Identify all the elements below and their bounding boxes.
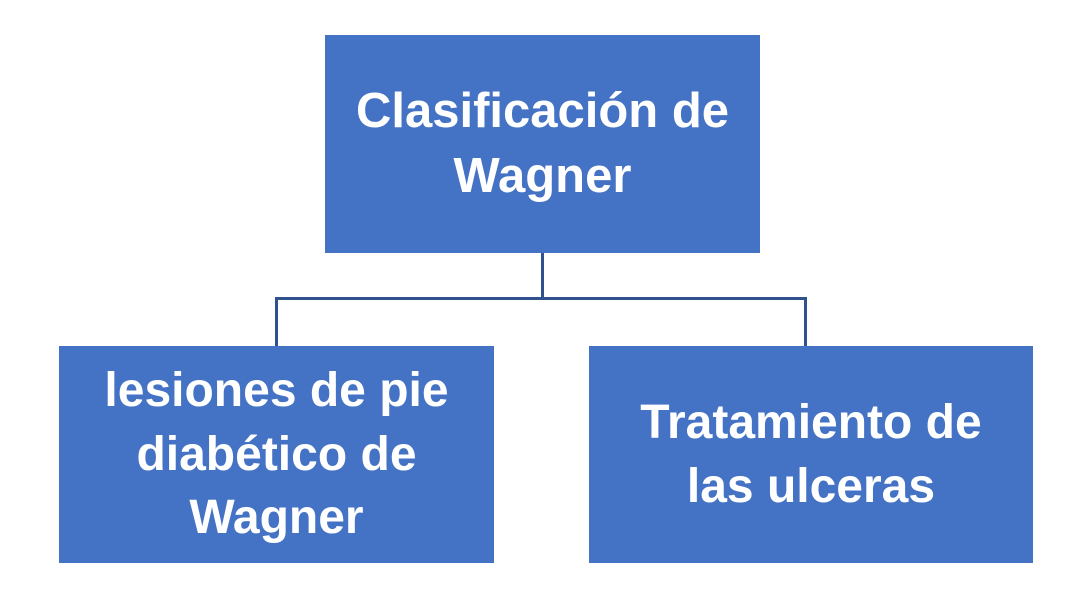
node-tratamiento-ulceras: Tratamiento de las ulceras [589, 346, 1033, 563]
node-lesiones-pie-diabetico: lesiones de pie diabético de Wagner [59, 346, 494, 563]
node-left-label: lesiones de pie diabético de Wagner [104, 364, 449, 545]
connector-root-stem [541, 253, 544, 300]
node-right-label: Tratamiento de las ulceras [640, 396, 982, 513]
node-clasificacion-de-wagner: Clasificación de Wagner [325, 35, 760, 253]
node-root-label: Clasificación de Wagner [355, 84, 730, 203]
connector-left-drop [275, 297, 278, 346]
connector-right-drop [804, 297, 807, 346]
connector-horizontal-rail [275, 297, 807, 300]
